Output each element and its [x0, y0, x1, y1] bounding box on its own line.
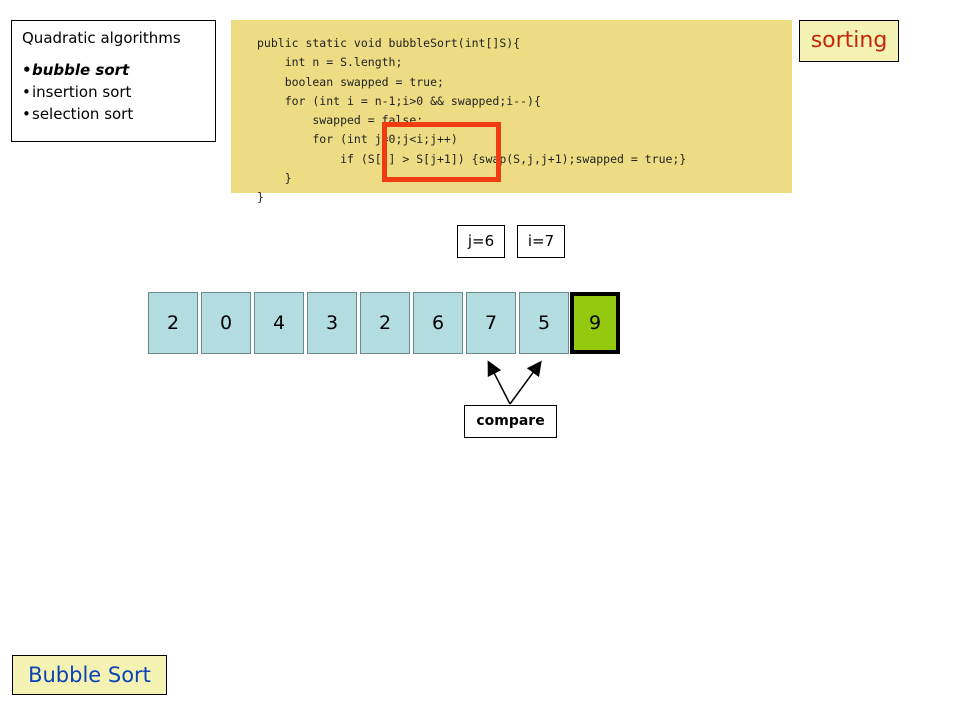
code-line: for (int i = n-1;i>0 && swapped;i--){: [257, 93, 541, 108]
array-cell: 3: [307, 292, 357, 354]
code-line: swapped = false;: [257, 113, 424, 128]
algorithms-panel-title: Quadratic algorithms: [22, 29, 181, 47]
algorithm-item-insertion-sort: insertion sort: [22, 81, 205, 103]
array-cell-sorted: 9: [570, 292, 620, 354]
array-cell: 2: [360, 292, 410, 354]
slide-title: Bubble Sort: [12, 655, 167, 695]
code-line: public static void bubbleSort(int[]S){: [257, 36, 521, 50]
code-line: }: [257, 190, 264, 205]
code-line: boolean swapped = true;: [257, 74, 444, 89]
algorithms-list: bubble sort insertion sort selection sor…: [22, 59, 205, 125]
compare-arrow-left: [487, 360, 511, 405]
array-cell: 5: [519, 292, 569, 354]
code-line: if (S[j] > S[j+1]) {swap(S,j,j+1);swappe…: [257, 151, 687, 166]
array-cell: 4: [254, 292, 304, 354]
algorithms-panel: Quadratic algorithms bubble sort inserti…: [11, 20, 216, 142]
code-highlight-box: [382, 122, 501, 182]
compare-label: compare: [464, 405, 557, 438]
array-cell: 7: [466, 292, 516, 354]
code-line: }: [257, 171, 292, 186]
code-line: for (int j=0;j<i;j++): [257, 132, 458, 147]
i-index-box: i=7: [517, 225, 565, 258]
j-index-box: j=6: [457, 225, 505, 258]
code-line: int n = S.length;: [257, 55, 403, 70]
algorithm-item-selection-sort: selection sort: [22, 103, 205, 125]
array-cell: 6: [413, 292, 463, 354]
array-cell: 2: [148, 292, 198, 354]
compare-arrow-right: [509, 360, 542, 405]
code-panel: public static void bubbleSort(int[]S){ i…: [231, 20, 792, 204]
array-cell: 0: [201, 292, 251, 354]
sorting-tag: sorting: [799, 20, 899, 62]
algorithm-item-bubble-sort: bubble sort: [22, 59, 205, 81]
